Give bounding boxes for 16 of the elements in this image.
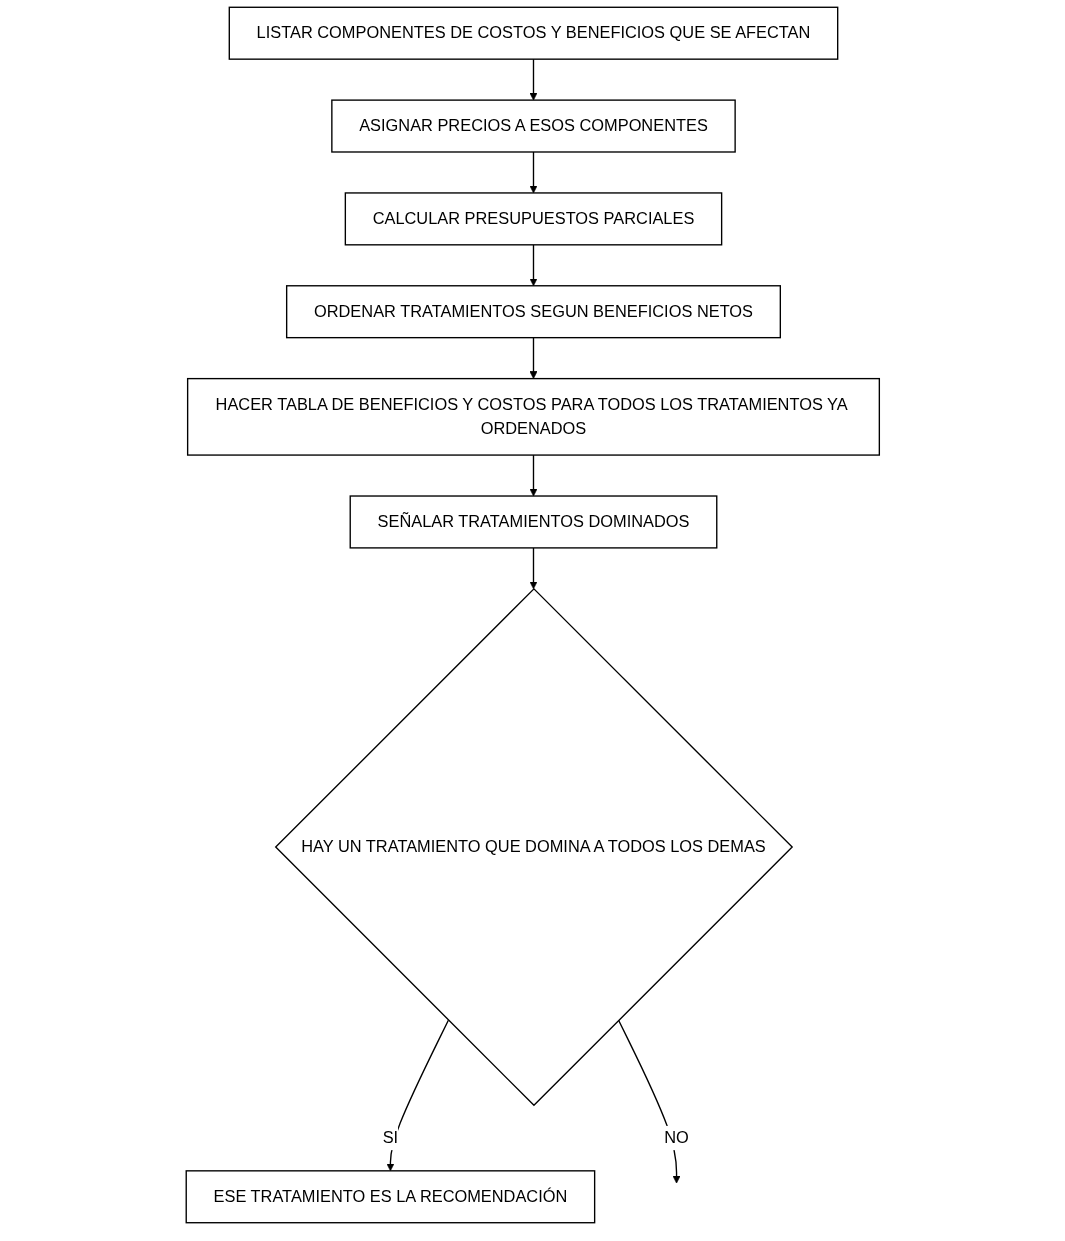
arrow — [529, 336, 538, 379]
edge-label: SI — [382, 1128, 398, 1147]
node-box: ESE TRATAMIENTO ES LA RECOMENDACIÓN — [185, 1170, 596, 1224]
node-box: CALCULAR PRESUPUESTOS PARCIALES — [344, 192, 723, 246]
node-box: ORDENAR TRATAMIENTOS SEGUN BENEFICIOS NETOS — [285, 285, 781, 339]
arrow — [529, 547, 538, 590]
arrow — [529, 58, 538, 101]
arrow — [529, 151, 538, 194]
node-diamond: HAY UN TRATAMIENTO QUE DOMINA A TODOS LOS DEMAS — [274, 587, 793, 1107]
node-box: LISTAR COMPONENTES DE COSTOS Y BENEFICIOS QUE SE AFECTAN — [228, 6, 839, 60]
node-box: ASIGNAR PRECIOS A ESOS COMPONENTES — [330, 99, 736, 153]
arrow — [529, 454, 538, 497]
edge-label: NO — [663, 1128, 689, 1147]
arrow — [529, 244, 538, 287]
node-box: SEÑALAR TRATAMIENTOS DOMINADOS — [349, 495, 718, 549]
node-box: HACER TABLA DE BENEFICIOS Y COSTOS PARA TODOS LOS TRATAMIENTOS YA ORDENADOS — [186, 377, 880, 456]
